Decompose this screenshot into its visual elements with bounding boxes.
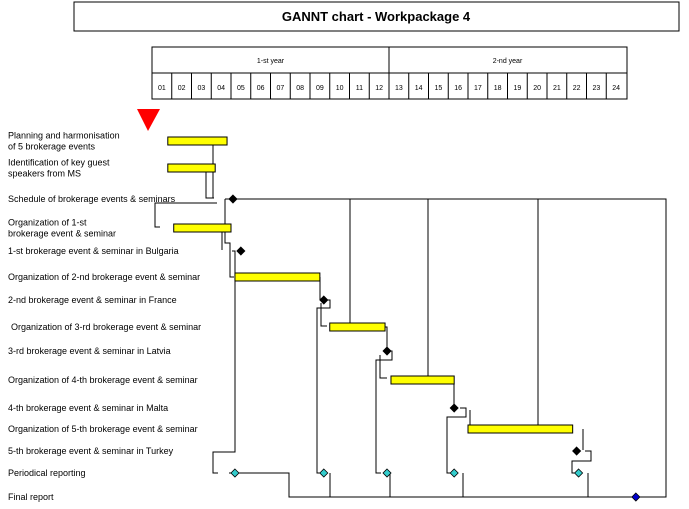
title-box (73, 1, 680, 32)
year-label: 2-nd year (493, 58, 523, 65)
task-label: Organization of 1-st (8, 218, 87, 228)
month-tick-label: 04 (217, 85, 225, 92)
task-label: brokerage event & seminar (8, 229, 116, 239)
month-tick-label: 13 (395, 85, 403, 92)
month-tick-label: 14 (415, 85, 423, 92)
task-bar (390, 375, 455, 385)
final-report-diamond (631, 492, 641, 502)
milestone-diamond (228, 194, 238, 204)
month-tick-label: 12 (375, 85, 383, 92)
month-tick-label: 08 (296, 85, 304, 92)
month-tick-label: 02 (178, 85, 186, 92)
month-tick-label: 10 (336, 85, 344, 92)
month-tick-label: 18 (494, 85, 502, 92)
task-label: 5-th brokerage event & seminar in Turkey (8, 446, 174, 456)
milestone-diamond (449, 403, 459, 413)
month-tick-label: 01 (158, 85, 166, 92)
dependency-line (379, 355, 387, 379)
task-bar (173, 223, 232, 233)
dependency-line (481, 199, 539, 427)
month-tick-label: 17 (474, 85, 482, 92)
task-label: Schedule of brokerage events & seminars (8, 194, 176, 204)
task-label: 1-st brokerage event & seminar in Bulgar… (8, 246, 179, 256)
task-label: Organization of 4-th brokerage event & s… (8, 375, 198, 385)
milestone-diamond (236, 246, 246, 256)
dependency-line (316, 299, 331, 474)
month-tick-label: 24 (612, 85, 620, 92)
task-label: Identification of key guest (8, 158, 110, 168)
task-bar (234, 272, 321, 282)
dependency-line (225, 198, 667, 498)
report-diamond (449, 468, 459, 478)
task-label: of 5 brokerage events (8, 142, 96, 152)
task-label: Organization of 3-rd brokerage event & s… (11, 322, 201, 332)
task-label: 4-th brokerage event & seminar in Malta (8, 403, 168, 413)
task-label: 3-rd brokerage event & seminar in Latvia (8, 346, 171, 356)
task-bar (329, 322, 386, 332)
dependency-line (375, 350, 393, 474)
dependency-line (224, 199, 234, 278)
task-label: speakers from MS (8, 169, 81, 179)
chart-title: GANNT chart - Workpackage 4 (282, 9, 471, 24)
dependency-line (391, 199, 429, 378)
dependency-line (320, 303, 327, 327)
milestone-diamond (319, 295, 329, 305)
dependency-line (229, 472, 608, 498)
dependency-line (212, 250, 236, 474)
dependency-line (154, 202, 217, 228)
month-tick-label: 15 (434, 85, 442, 92)
month-tick-label: 09 (316, 85, 324, 92)
start-marker (137, 109, 160, 131)
task-bar (167, 163, 216, 173)
report-diamond (382, 468, 392, 478)
dependency-line (571, 450, 592, 474)
month-tick-label: 07 (276, 85, 284, 92)
month-tick-label: 03 (197, 85, 205, 92)
month-tick-label: 19 (513, 85, 521, 92)
task-bar (467, 424, 574, 434)
milestone-diamond (572, 446, 582, 456)
report-diamond (574, 468, 584, 478)
month-tick-label: 16 (454, 85, 462, 92)
task-label: Planning and harmonisation (8, 131, 120, 141)
task-label: Final report (8, 492, 54, 502)
report-diamond (319, 468, 329, 478)
month-tick-label: 05 (237, 85, 245, 92)
dependency-line (446, 407, 467, 474)
month-tick-label: 20 (533, 85, 541, 92)
month-tick-label: 22 (573, 85, 581, 92)
task-bar (167, 136, 228, 146)
month-tick-label: 21 (553, 85, 561, 92)
milestone-diamond (382, 346, 392, 356)
task-label: Organization of 2-nd brokerage event & s… (8, 272, 200, 282)
report-diamond (230, 468, 240, 478)
month-tick-label: 11 (356, 85, 363, 92)
task-label: Periodical reporting (8, 468, 86, 478)
month-tick-label: 06 (257, 85, 265, 92)
task-label: 2-nd brokerage event & seminar in France (8, 295, 177, 305)
month-tick-label: 23 (592, 85, 600, 92)
dependency-line (346, 199, 351, 326)
task-label: Organization of 5-th brokerage event & s… (8, 424, 198, 434)
year-label: 1-st year (257, 58, 285, 65)
